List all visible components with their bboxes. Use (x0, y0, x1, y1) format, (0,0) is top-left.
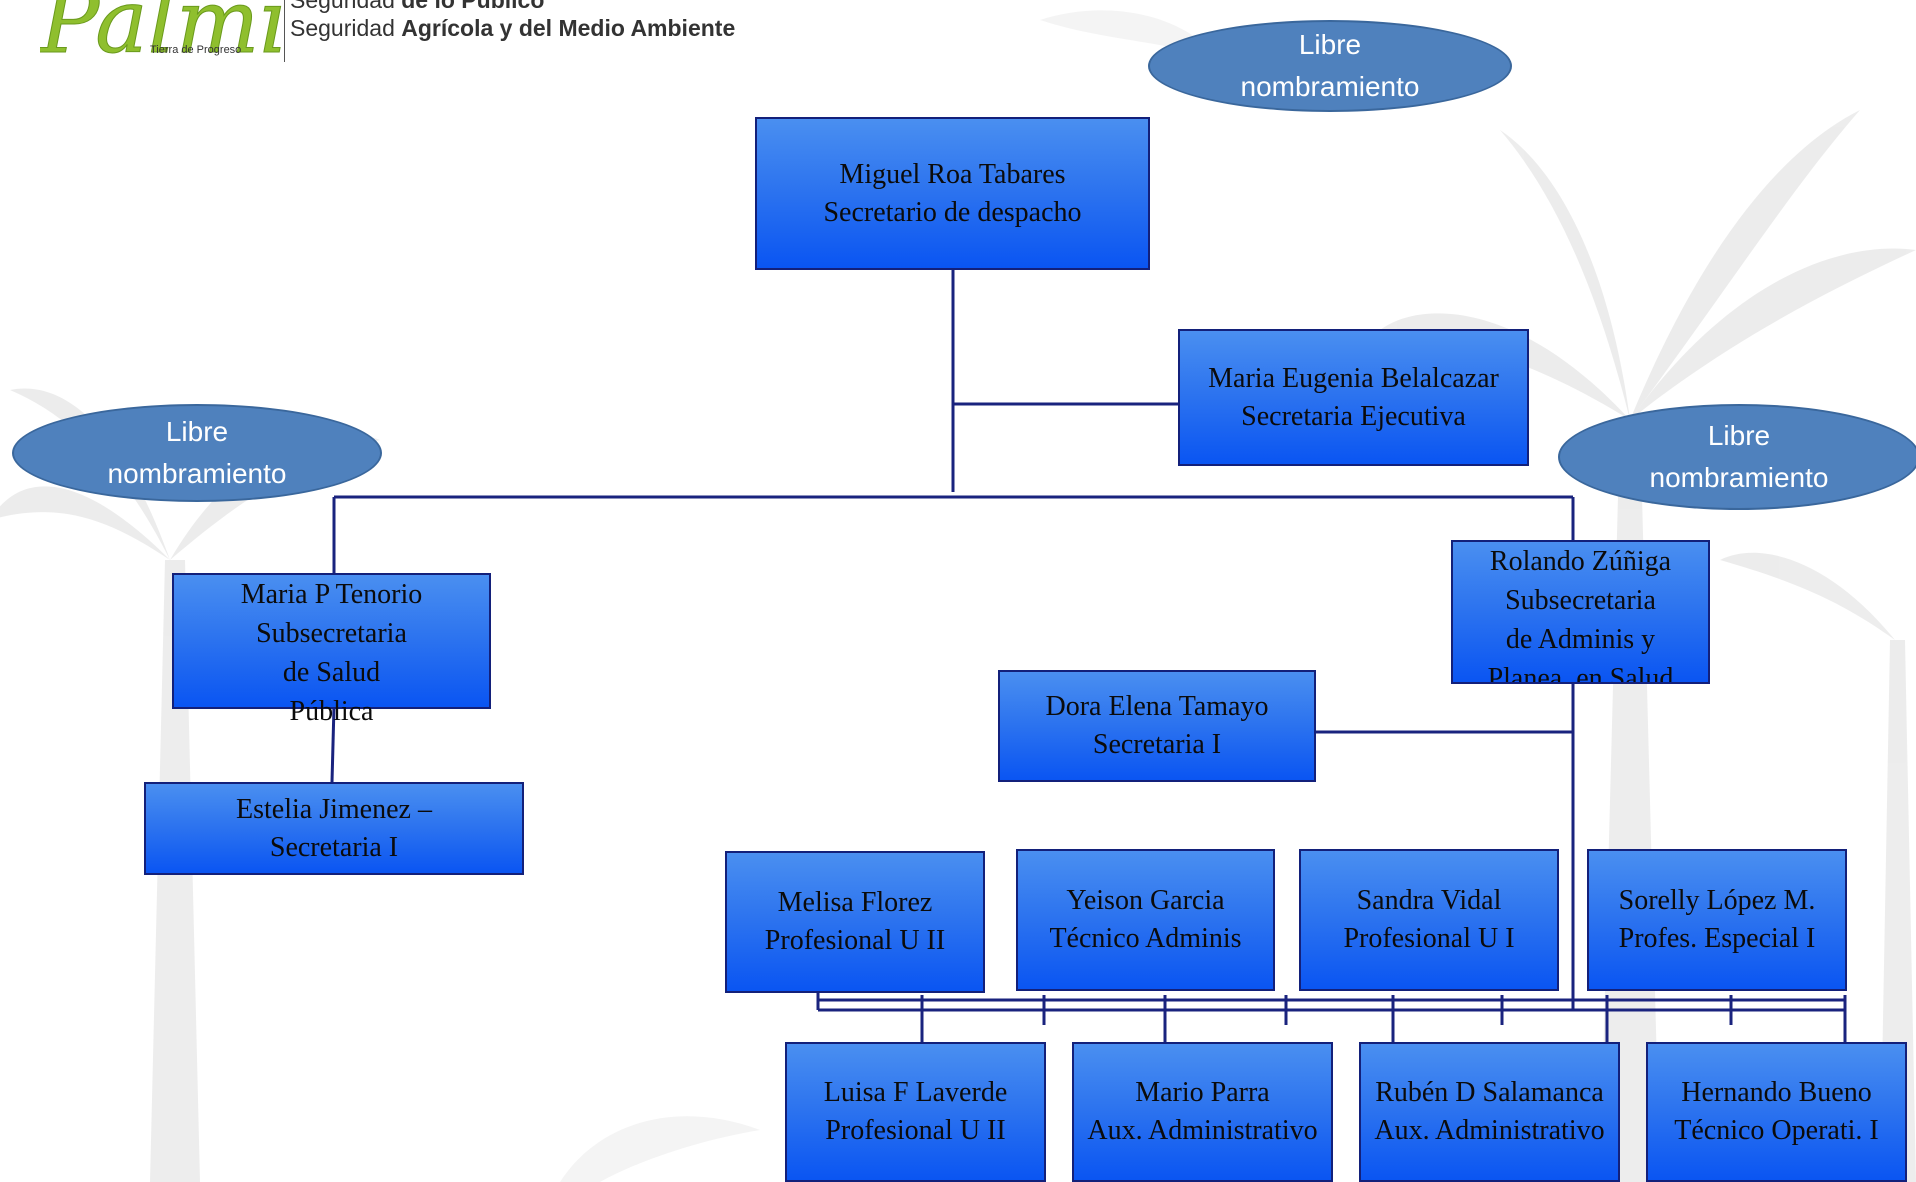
box-name: Dora Elena Tamayo (1045, 691, 1269, 722)
ellipse-line-1: Libre (1707, 420, 1771, 451)
box-line-2: Secretaria I (269, 831, 399, 863)
org-box-staff-ruben: Rubén D Salamanca Aux. Administrativo (1359, 1042, 1620, 1182)
box-line-3: de Adminis y (1505, 624, 1656, 655)
header-line-2-bold: Agrícola y del Medio Ambiente (401, 15, 736, 41)
box-name: Luisa F Laverde (823, 1077, 1008, 1108)
org-box-staff-mario: Mario Parra Aux. Administrativo (1072, 1042, 1333, 1182)
box-role: Técnico Adminis (1049, 923, 1242, 954)
org-box-staff-sandra: Sandra Vidal Profesional U I (1299, 849, 1559, 991)
org-box-sub-admin: Rolando Zúñiga Subsecretaria de Adminis … (1451, 540, 1710, 684)
box-line-4: Planea. en Salud (1487, 663, 1674, 684)
box-role: Secretario de despacho (823, 196, 1082, 228)
box-line-1: Estelia Jimenez – (236, 793, 432, 825)
libre-nombramiento-left: Libre nombramiento (12, 404, 382, 502)
org-box-sub-admin-secretary: Dora Elena Tamayo Secretaria I (998, 670, 1316, 782)
box-role: Profesional U I (1343, 923, 1515, 954)
box-name: Sandra Vidal (1356, 885, 1502, 916)
header: Palmira Tierra de Progreso Seguridad de … (0, 0, 900, 70)
connector-sub-salud-secretary (330, 705, 336, 783)
box-name: Miguel Roa Tabares (839, 158, 1066, 190)
box-line-4: Pública (289, 696, 374, 727)
box-role: Técnico Operati. I (1674, 1115, 1879, 1146)
header-line-1-prefix: Seguridad (290, 0, 402, 13)
header-divider (284, 0, 285, 62)
ellipse-line-2: nombramiento (1649, 462, 1829, 493)
box-name: Melisa Florez (777, 887, 933, 918)
header-line-2-prefix: Seguridad (290, 15, 402, 41)
org-box-sub-salud-secretary: Estelia Jimenez – Secretaria I (144, 782, 524, 875)
box-line-3: de Salud (282, 657, 381, 688)
header-titles: Seguridad de lo Público Seguridad Agríco… (290, 0, 735, 42)
box-name: Rubén D Salamanca (1375, 1077, 1604, 1108)
header-line-2: Seguridad Agrícola y del Medio Ambiente (290, 14, 735, 42)
box-role: Profes. Especial I (1618, 923, 1816, 954)
logo-tagline: Tierra de Progreso (150, 44, 242, 56)
box-name: Yeison Garcia (1066, 885, 1225, 916)
box-name: Maria Eugenia Belalcazar (1208, 362, 1499, 394)
libre-nombramiento-top: Libre nombramiento (1148, 20, 1512, 112)
box-name: Sorelly López M. (1618, 885, 1816, 916)
ellipse-line-1: Libre (1298, 29, 1362, 60)
box-role: Profesional U II (825, 1115, 1006, 1146)
header-line-1-bold: de lo Público (401, 0, 545, 13)
box-role: Aux. Administrativo (1087, 1115, 1318, 1146)
box-line-2: Subsecretaria (1505, 585, 1656, 616)
box-line-1: Rolando Zúñiga (1489, 546, 1672, 577)
header-line-1: Seguridad de lo Público (290, 0, 735, 14)
libre-nombramiento-right: Libre nombramiento (1558, 404, 1916, 510)
org-box-staff-yeison: Yeison Garcia Técnico Adminis (1016, 849, 1275, 991)
box-name: Hernando Bueno (1681, 1077, 1872, 1108)
box-line-1: Maria P Tenorio (240, 579, 423, 610)
ellipse-line-2: nombramiento (107, 458, 287, 489)
box-role: Secretaria I (1092, 729, 1222, 760)
palmira-logo: Palmira (40, 0, 290, 64)
box-role: Profesional U II (764, 925, 946, 956)
org-box-executive-secretary: Maria Eugenia Belalcazar Secretaria Ejec… (1178, 329, 1529, 466)
org-box-staff-melisa: Melisa Florez Profesional U II (725, 851, 985, 993)
box-role: Aux. Administrativo (1374, 1115, 1605, 1146)
org-box-sub-salud: Maria P Tenorio Subsecretaria de Salud P… (172, 573, 491, 727)
org-box-staff-luisa: Luisa F Laverde Profesional U II (785, 1042, 1046, 1182)
box-line-2: Subsecretaria (256, 618, 407, 649)
svg-text:Palmira: Palmira (40, 0, 290, 64)
ellipse-line-2: nombramiento (1240, 71, 1420, 102)
box-role: Secretaria Ejecutiva (1241, 400, 1466, 432)
org-box-director: Miguel Roa Tabares Secretario de despach… (755, 117, 1150, 270)
ellipse-line-1: Libre (165, 416, 229, 447)
box-name: Mario Parra (1135, 1077, 1270, 1108)
org-box-staff-hernando: Hernando Bueno Técnico Operati. I (1646, 1042, 1907, 1182)
org-box-staff-sorelly: Sorelly López M. Profes. Especial I (1587, 849, 1847, 991)
